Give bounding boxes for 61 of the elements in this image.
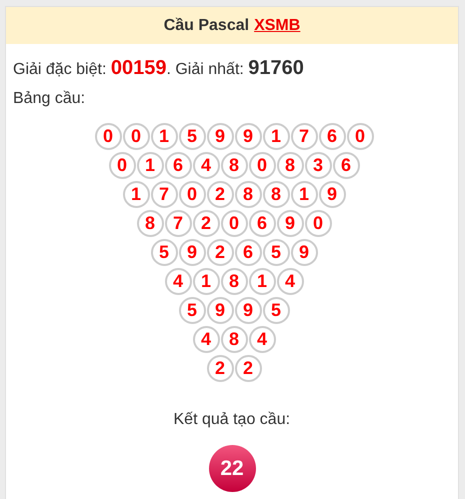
number-ball: 2 bbox=[206, 354, 234, 382]
result-label: Kết quả tạo cầu: bbox=[174, 411, 290, 429]
title-text: Cầu Pascal bbox=[164, 16, 250, 34]
number-ball: 8 bbox=[220, 268, 248, 294]
number-ball: 7 bbox=[150, 180, 178, 208]
prize-text: Giải đặc biệt: 00159. Giải nhất: 91760 bbox=[13, 57, 304, 80]
header-link: XSMB bbox=[254, 16, 300, 34]
number-ball: 6 bbox=[164, 152, 192, 178]
number-ball: 9 bbox=[318, 180, 346, 208]
number-ball: 8 bbox=[276, 152, 304, 178]
number-ball: 9 bbox=[178, 238, 206, 266]
number-ball: 9 bbox=[290, 238, 318, 266]
number-ball: 1 bbox=[290, 180, 318, 208]
header-band bbox=[6, 7, 458, 44]
number-ball: 4 bbox=[164, 268, 192, 294]
number-ball: 9 bbox=[234, 296, 262, 324]
number-ball: 0 bbox=[248, 152, 276, 178]
number-ball: 5 bbox=[262, 238, 290, 266]
number-ball: 5 bbox=[178, 122, 206, 150]
number-ball: 1 bbox=[136, 152, 164, 178]
number-ball: 0 bbox=[122, 122, 150, 150]
number-ball: 0 bbox=[108, 152, 136, 178]
number-ball: 0 bbox=[94, 122, 122, 150]
number-ball: 4 bbox=[192, 326, 220, 352]
number-ball: 7 bbox=[164, 210, 192, 236]
result-ball: 22 bbox=[208, 444, 256, 492]
number-ball: 0 bbox=[178, 180, 206, 208]
number-ball: 4 bbox=[192, 152, 220, 178]
number-ball: 8 bbox=[234, 180, 262, 208]
number-ball: 1 bbox=[262, 122, 290, 150]
number-ball: 3 bbox=[304, 152, 332, 178]
number-ball: 5 bbox=[178, 296, 206, 324]
number-ball: 0 bbox=[220, 210, 248, 236]
section-label: Bảng cầu: bbox=[13, 90, 86, 108]
number-ball: 6 bbox=[248, 210, 276, 236]
number-ball: 2 bbox=[234, 354, 262, 382]
number-ball: 9 bbox=[206, 122, 234, 150]
number-ball: 8 bbox=[136, 210, 164, 236]
number-ball: 1 bbox=[192, 268, 220, 294]
number-ball: 9 bbox=[234, 122, 262, 150]
number-ball: 2 bbox=[206, 238, 234, 266]
number-ball: 5 bbox=[262, 296, 290, 324]
number-ball: 6 bbox=[332, 152, 360, 178]
number-ball: 8 bbox=[262, 180, 290, 208]
number-ball: 1 bbox=[122, 180, 150, 208]
number-ball: 1 bbox=[150, 122, 178, 150]
number-ball: 4 bbox=[276, 268, 304, 294]
number-ball: 0 bbox=[304, 210, 332, 236]
number-ball: 6 bbox=[234, 238, 262, 266]
number-ball: 5 bbox=[150, 238, 178, 266]
number-ball: 9 bbox=[276, 210, 304, 236]
number-ball: 4 bbox=[248, 326, 276, 352]
number-ball: 9 bbox=[206, 296, 234, 324]
number-ball: 6 bbox=[318, 122, 346, 150]
number-ball: 2 bbox=[206, 180, 234, 208]
number-ball: 7 bbox=[290, 122, 318, 150]
number-ball: 8 bbox=[220, 152, 248, 178]
number-ball: 2 bbox=[192, 210, 220, 236]
number-ball: 8 bbox=[220, 326, 248, 352]
number-ball: 1 bbox=[248, 268, 276, 294]
number-ball: 0 bbox=[346, 122, 374, 150]
